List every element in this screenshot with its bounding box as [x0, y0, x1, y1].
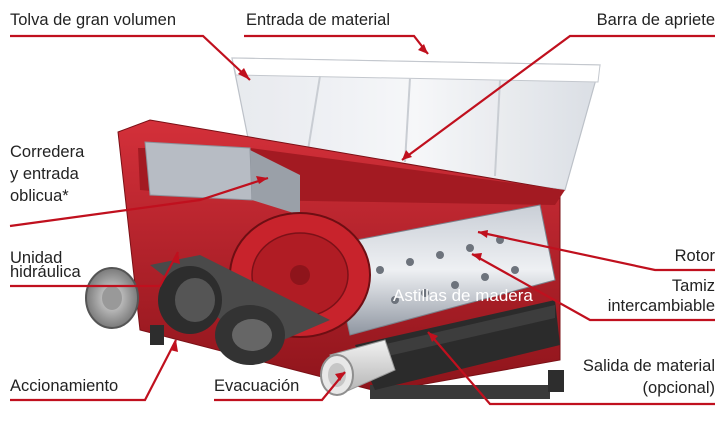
machine-foot [150, 325, 164, 345]
leader-rotor [477, 230, 715, 272]
label-wood-chips: Astillas de madera [393, 286, 533, 305]
slide-ram [144, 141, 300, 215]
label-evacuation: Evacuación [214, 377, 300, 395]
label-hydraulic-1: Unidad [10, 249, 63, 267]
leader-outlet [427, 331, 715, 406]
label-outlet-1: Salida de material [582, 357, 715, 375]
leader-clamping-bar [401, 34, 715, 161]
leader-hydraulic [10, 251, 179, 288]
machine-foot [548, 370, 564, 392]
leader-slide [9, 176, 269, 228]
label-material-inlet: Entrada de material [246, 11, 390, 29]
label-hopper: Tolva de gran volumen [10, 11, 177, 29]
leader-hopper [10, 34, 251, 81]
label-outlet-2: (opcional) [642, 379, 715, 397]
label-slide-1: Corredera [10, 143, 85, 161]
label-drive: Accionamiento [10, 377, 119, 395]
chip-conveyor [355, 300, 560, 390]
leader-evacuation [214, 371, 346, 402]
label-rotor: Rotor [674, 247, 715, 265]
leader-drive [10, 339, 177, 402]
leader-screen [471, 253, 715, 322]
label-screen-1: Tamiz [671, 277, 715, 295]
label-hydraulic-2: hidráulica [10, 263, 81, 281]
label-clamping-bar: Barra de apriete [596, 11, 715, 29]
label-screen-2: intercambiable [607, 297, 715, 315]
leader-material-inlet [244, 34, 429, 55]
leader-arrowheads [170, 44, 488, 381]
label-slide-2: y entrada [10, 165, 79, 183]
label-slide-3: oblicua* [10, 187, 69, 205]
drive-assembly [85, 255, 330, 365]
